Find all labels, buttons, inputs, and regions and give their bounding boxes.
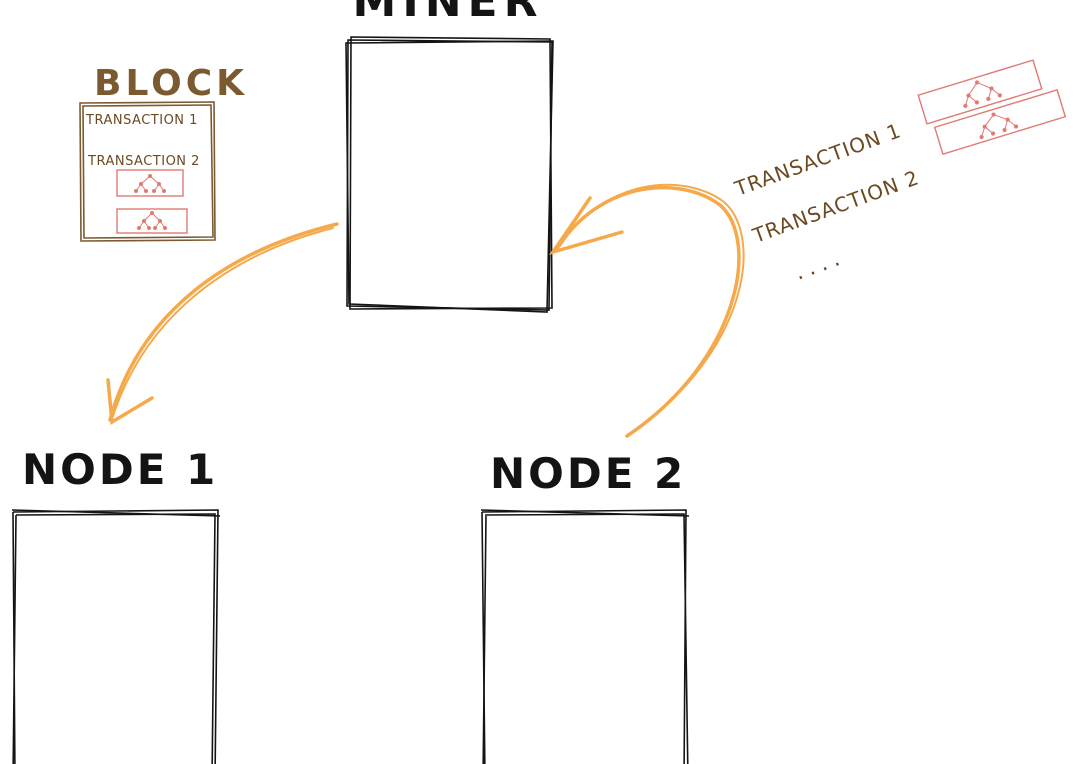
tx-card-1 [917,59,1043,125]
node1-title: NODE 1 [22,445,218,494]
node2-title: NODE 2 [490,449,686,498]
miner-title: MINER [353,0,544,27]
side-ellipsis: .... [792,244,849,285]
block-tx1-label: TRANSACTION 1 [85,113,198,128]
block-tx2-label: TRANSACTION 2 [87,154,200,169]
merkle-tree-icon [963,80,1002,108]
incoming-transactions: TRANSACTION 1 TRANSACTION 2 .... [731,59,1067,286]
block-tx-card-1 [116,169,184,197]
block-tx-card-2 [116,208,188,234]
miner-group: MINER [345,0,554,313]
tx-card-2 [933,89,1067,155]
node2-group: NODE 2 [480,449,690,764]
block-box [79,101,216,242]
block-title: BLOCK [94,63,248,104]
node1-box [11,509,221,764]
arrow-node2-to-miner [548,183,745,438]
block-group: BLOCK TRANSACTION 1 TRANSACTION 2 [79,63,248,242]
node2-box [480,509,690,764]
merkle-tree-icon [979,112,1019,140]
merkle-tree-icon [134,174,166,193]
node1-group: NODE 1 [11,445,221,764]
merkle-tree-icon [137,211,167,230]
arrow-miner-to-node1 [106,222,339,425]
miner-box [345,36,554,313]
